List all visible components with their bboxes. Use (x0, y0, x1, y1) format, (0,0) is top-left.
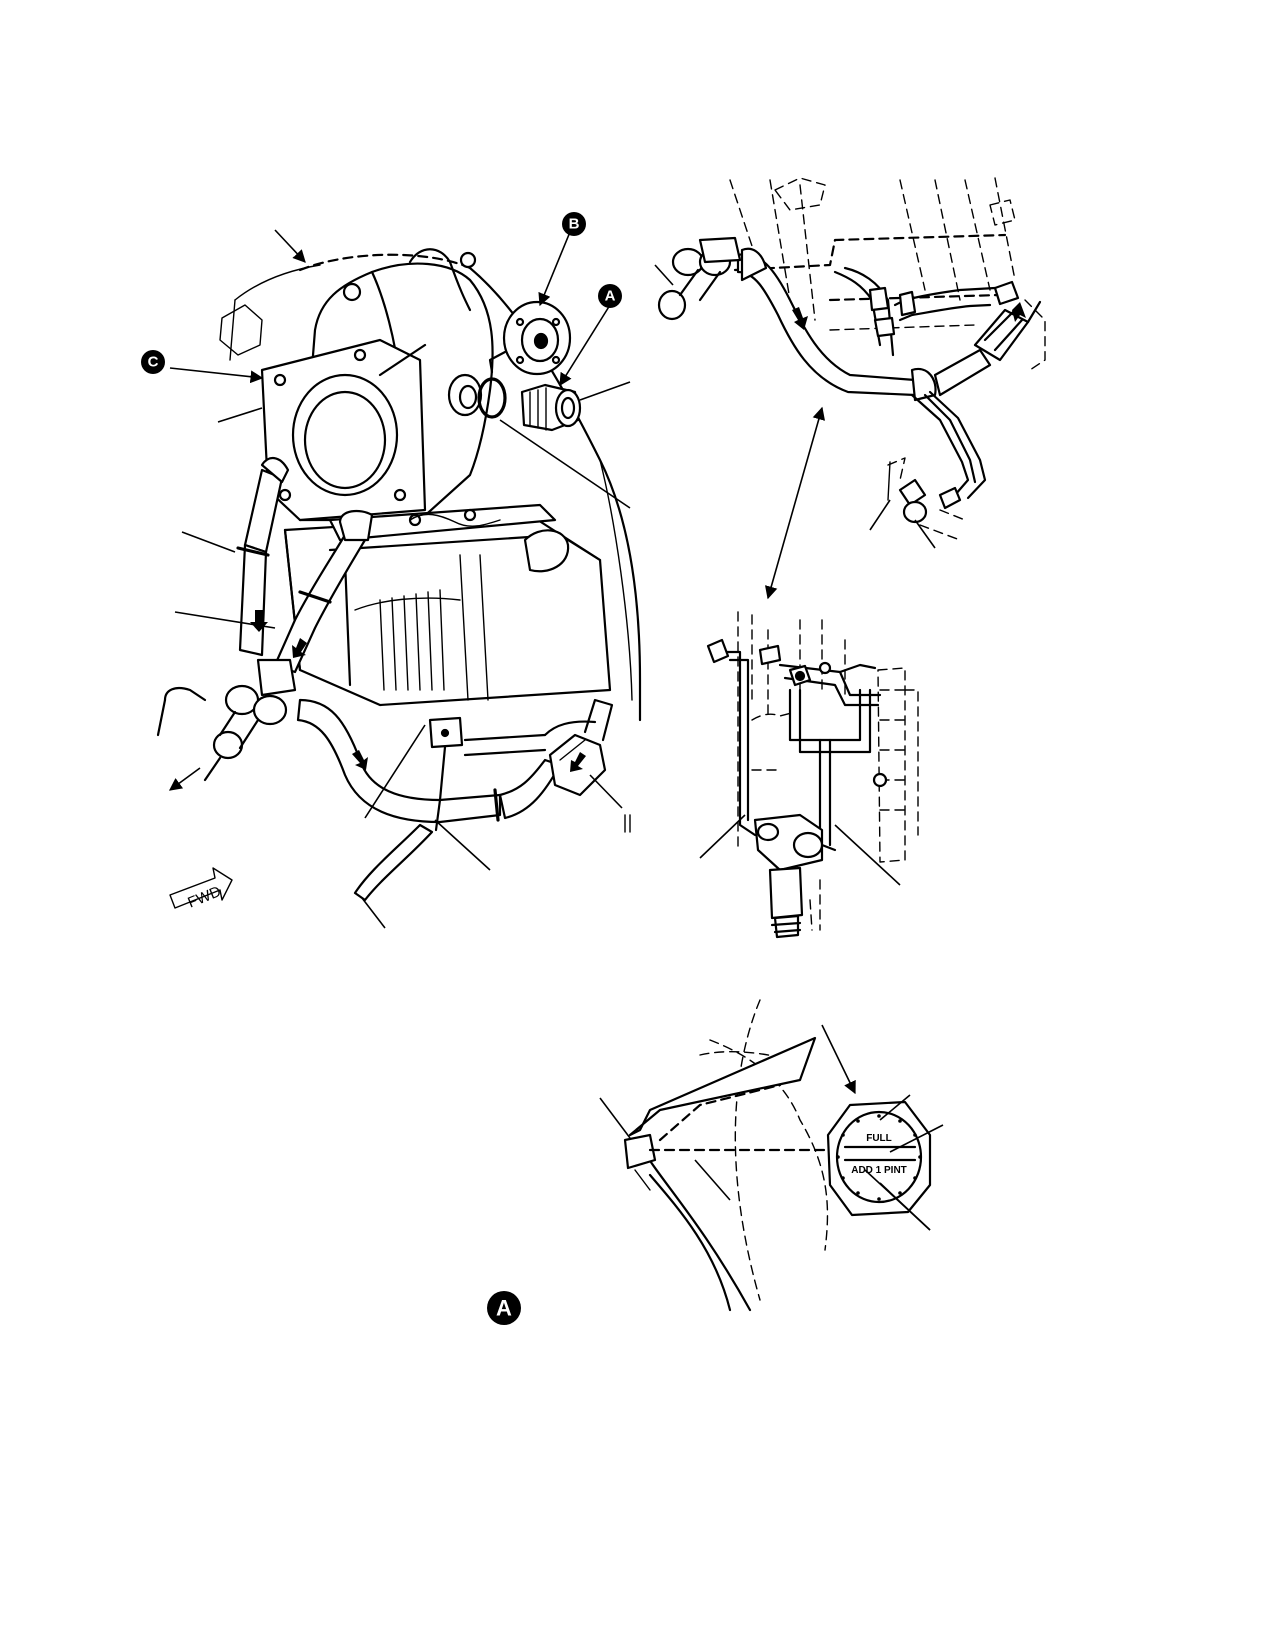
callout-b-label: B (569, 216, 580, 233)
main-assembly (156, 229, 642, 929)
detail-b-view (654, 177, 1046, 549)
fwd-arrow-icon (169, 867, 233, 909)
filter-plumbing-view (699, 611, 919, 939)
fwd-indicator: FWD (169, 867, 233, 912)
detail-a-callout: A (487, 1291, 521, 1325)
callout-b: B (562, 212, 586, 236)
flow-arrow-icon (1012, 302, 1026, 322)
flow-arrow-icon (792, 307, 808, 330)
gauge-add-label: ADD 1 PINT (851, 1165, 907, 1176)
flow-arrow-icon (352, 750, 368, 770)
callout-c: C (141, 350, 165, 374)
gauge-ticks (836, 1114, 922, 1201)
flow-arrow-icon (292, 638, 307, 658)
flow-arrow-icon (570, 752, 586, 772)
callout-c-label: C (148, 354, 159, 371)
gauge-full-label: FULL (866, 1133, 892, 1144)
callout-a: A (598, 284, 622, 308)
detail-a-callout-label: A (496, 1296, 512, 1321)
callout-a-label: A (605, 288, 616, 305)
detail-a-view: FULL ADD 1 PINT (599, 999, 944, 1312)
view-link-arrow (764, 406, 826, 600)
